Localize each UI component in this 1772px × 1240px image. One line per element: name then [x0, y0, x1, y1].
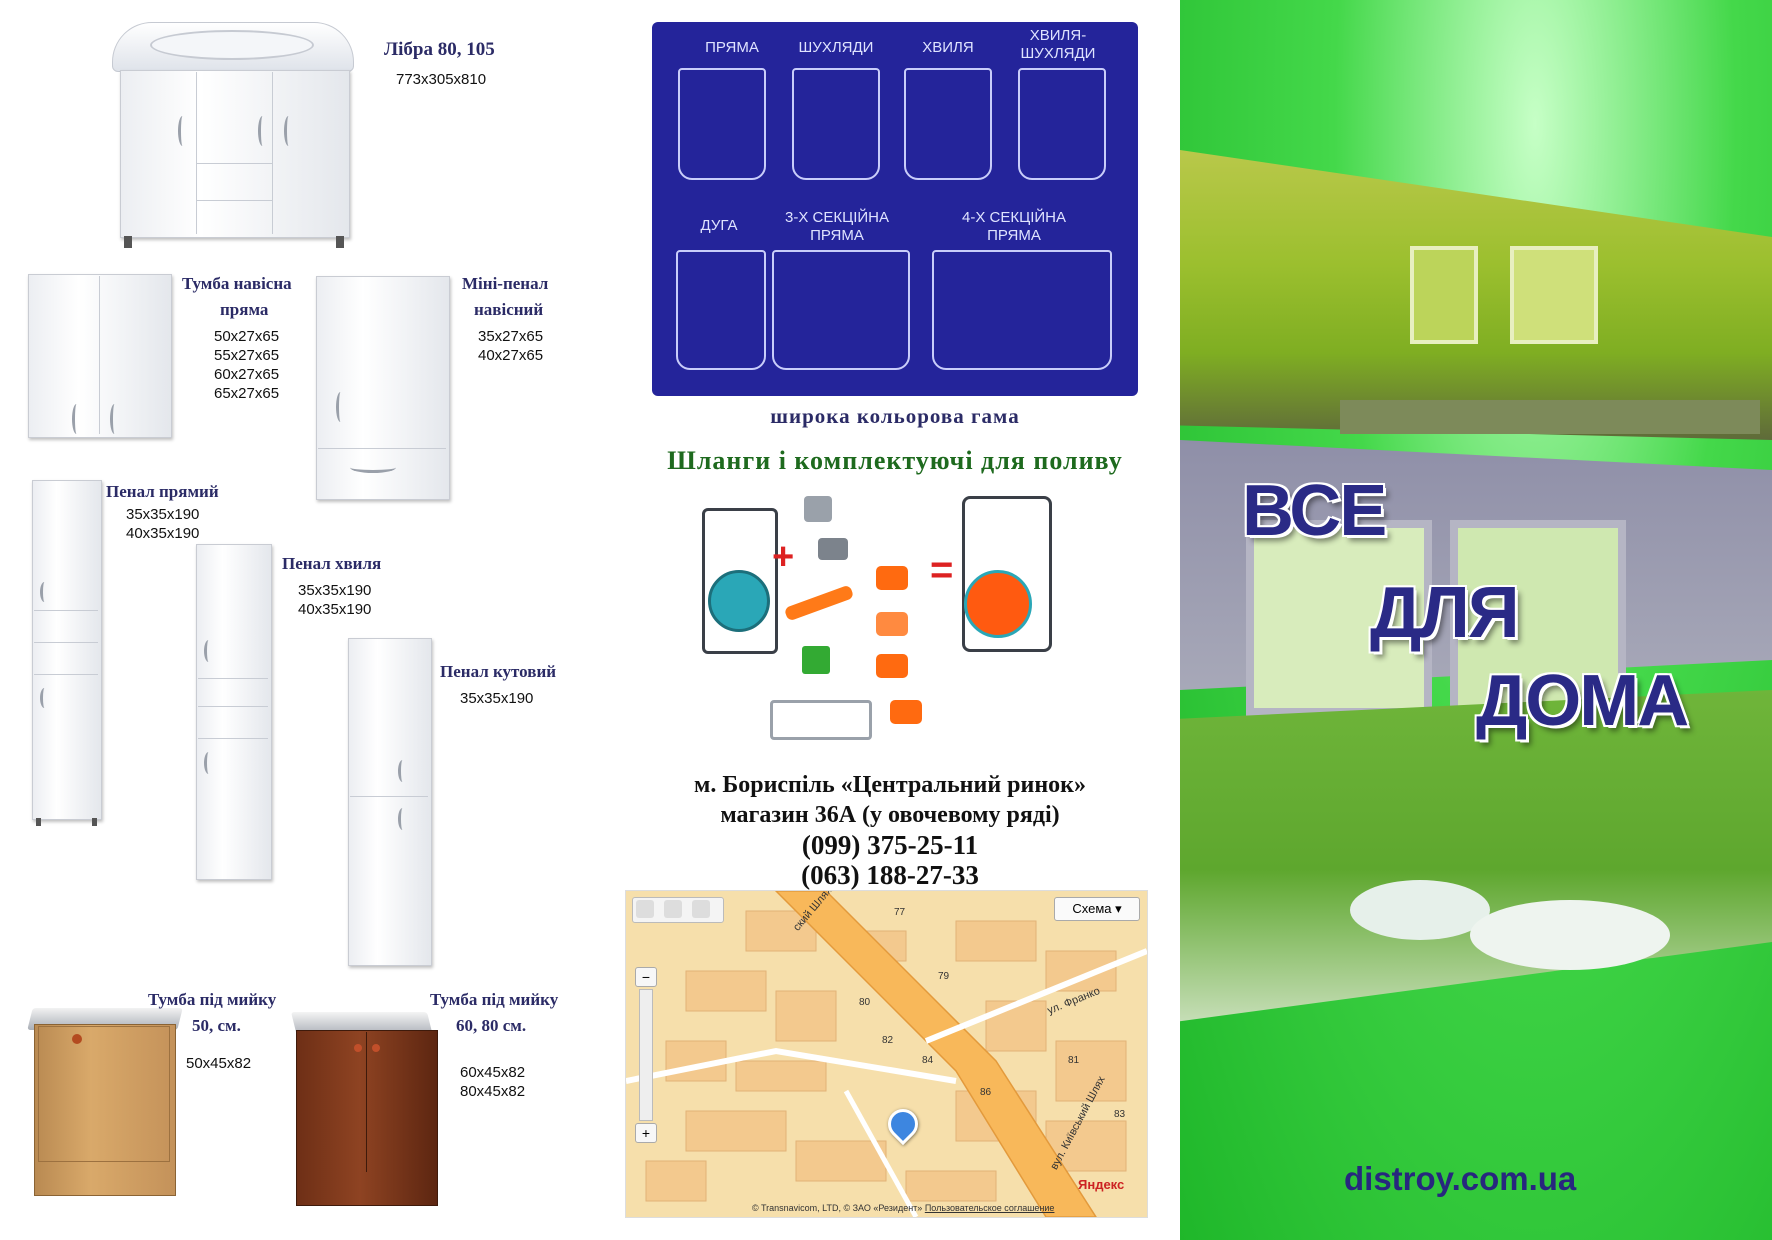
house-number: 81 [1068, 1055, 1080, 1066]
hand-tool-icon[interactable] [636, 900, 654, 918]
type-label-four-section-1: 4-Х СЕКЦІЙНА [962, 209, 1066, 226]
type-label-khvylia: ХВИЛЯ [922, 39, 974, 56]
sketch-duha [676, 250, 766, 370]
zoom-minus-button[interactable]: − [635, 967, 657, 987]
mini-penal-dims-2: 40x27x65 [478, 347, 544, 364]
chevron-down-icon: ▾ [1111, 901, 1122, 916]
house-number: 83 [1114, 1109, 1126, 1120]
vanity-types-panel: ПРЯМА ШУХЛЯДИ ХВИЛЯ ХВИЛЯ- ШУХЛЯДИ ДУГА … [652, 22, 1138, 396]
map-scheme-button[interactable]: Схема ▾ [1054, 897, 1140, 921]
penal-pryamyi-title: Пенал прямий [106, 482, 219, 501]
tumba-navisna-dims-1: 50x27x65 [214, 328, 280, 345]
tumba-navisna-dims-3: 60x27x65 [214, 366, 280, 383]
penal-pryamyi-dims-1: 35x35x190 [126, 506, 200, 523]
address-line-2: магазин 36А (у овочевому ряді) [720, 802, 1060, 828]
sketch-khvylia-shukhliady [1018, 68, 1106, 180]
cover-word-3: ДОМА [1476, 661, 1689, 741]
libra-title: Лібра 80, 105 [384, 39, 495, 60]
cover-word-2: ДЛЯ [1370, 573, 1520, 653]
type-label-shukhliady: ШУХЛЯДИ [798, 39, 874, 56]
color-range-caption: широка кольорова гама [770, 404, 1020, 428]
type-label-khvylia-shukhliady-2: ШУХЛЯДИ [1020, 45, 1096, 62]
tumba-navisna-title-1: Тумба навісна [182, 274, 292, 293]
map-watermark: Яндекс [1078, 1177, 1125, 1192]
penal-pryamyi-dims-2: 40x35x190 [126, 525, 200, 542]
website-url[interactable]: distroy.com.ua [1344, 1160, 1577, 1197]
type-label-khvylia-shukhliady-1: ХВИЛЯ- [1029, 27, 1087, 44]
type-label-three-section-1: 3-Х СЕКЦІЙНА [785, 209, 889, 226]
map-agreement-link[interactable]: Пользовательское соглашение [924, 1203, 1055, 1213]
zoom-plus-button[interactable]: + [635, 1123, 657, 1143]
sketch-four-section [932, 250, 1112, 370]
tumba-navisna-dims-2: 55x27x65 [214, 347, 280, 364]
tumba-50-title-2: 50, см. [192, 1016, 241, 1035]
penal-khvylia-dims-1: 35x35x190 [298, 582, 372, 599]
type-label-duha: ДУГА [700, 217, 738, 234]
sketch-three-section [772, 250, 910, 370]
plus-icon: + [772, 536, 795, 578]
ruler-tool-icon[interactable] [692, 900, 710, 918]
house-number: 86 [980, 1087, 992, 1098]
hoses-title: Шланги і комплектуючі для поливу [667, 446, 1123, 475]
house-number: 80 [859, 997, 871, 1008]
sketch-khvylia [904, 68, 992, 180]
mini-penal-title-2: навісний [474, 300, 544, 319]
map-streets [626, 891, 1147, 1217]
equals-icon: = [930, 548, 954, 592]
penal-khvylia-dims-2: 40x35x190 [298, 601, 372, 618]
phone-2: (063) 188-27-33 [801, 860, 979, 890]
penal-kutovyi-dims-1: 35x35x190 [460, 690, 534, 707]
tumba-50-title-1: Тумба під мийку [148, 990, 277, 1009]
sketch-shukhliady [792, 68, 880, 180]
mini-penal-dims-1: 35x27x65 [478, 328, 544, 345]
cover-word-1: ВСЕ [1242, 471, 1387, 551]
map-copyright-text: © Transnavicom, LTD, © ЗАО «Резидент» [752, 1203, 923, 1213]
location-map[interactable]: Схема ▾ − + ский Шлях ул. Франко вул. Ки… [625, 890, 1148, 1218]
map-copyright: © Transnavicom, LTD, © ЗАО «Резидент» По… [752, 1203, 1054, 1213]
type-label-four-section-2: ПРЯМА [987, 227, 1041, 244]
address-line-1: м. Бориспіль «Центральний ринок» [694, 772, 1086, 798]
type-label-three-section-2: ПРЯМА [810, 227, 864, 244]
tumba-navisna-dims-4: 65x27x65 [214, 385, 280, 402]
penal-kutovyi-title: Пенал кутовий [440, 662, 557, 681]
house-number: 82 [882, 1035, 894, 1046]
type-label-pryama: ПРЯМА [705, 39, 759, 56]
house-number: 84 [922, 1055, 934, 1066]
map-scheme-label: Схема [1072, 901, 1112, 916]
tumba-50-dims-1: 50x45x82 [186, 1055, 252, 1072]
house-number: 79 [938, 971, 950, 982]
tumba-60-80-dims-2: 80x45x82 [460, 1083, 526, 1100]
zoom-tool-icon[interactable] [664, 900, 682, 918]
phone-1: (099) 375-25-11 [801, 830, 979, 860]
cover-panel: ВСЕ ДЛЯ ДОМА distroy.com.ua [1180, 0, 1772, 1240]
mini-penal-title-1: Міні-пенал [462, 274, 549, 293]
libra-dims-1: 773x305x810 [396, 71, 487, 88]
sketch-pryama [678, 68, 766, 180]
tumba-60-80-title-1: Тумба під мийку [430, 990, 559, 1009]
house-number: 77 [894, 907, 906, 918]
zoom-slider[interactable] [639, 989, 653, 1121]
tumba-60-80-dims-1: 60x45x82 [460, 1064, 526, 1081]
tumba-navisna-title-2: пряма [220, 300, 269, 319]
penal-khvylia-title: Пенал хвиля [282, 554, 382, 573]
tumba-60-80-title-2: 60, 80 см. [456, 1016, 527, 1035]
